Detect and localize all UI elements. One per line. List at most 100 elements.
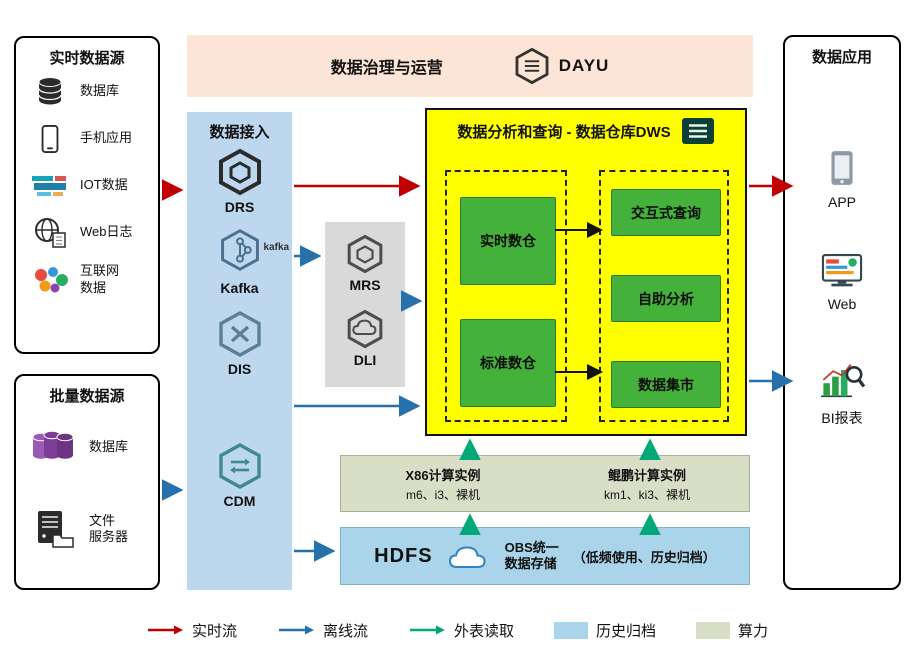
realtime-sources-title: 实时数据源 — [49, 50, 125, 67]
web-monitor-icon — [821, 254, 863, 287]
compute-kunpeng-title: 鲲鹏计算实例 — [607, 467, 686, 483]
app-item-app: APP — [785, 149, 899, 210]
red-arrow-icon — [147, 625, 183, 635]
source-item-label: IOT数据 — [80, 177, 128, 193]
app-item-label: Web — [827, 296, 857, 312]
service-label: DRS — [224, 199, 255, 215]
module-interactive-query: 交互式查询 — [611, 189, 721, 236]
module-self-service-analysis: 自助分析 — [611, 275, 721, 322]
governance-title: 数据治理与运营 — [330, 60, 443, 77]
dws-icon — [681, 118, 714, 144]
kafka-logo-text: kafka — [263, 242, 290, 253]
file-server-icon — [28, 509, 80, 549]
module-data-mart: 数据集市 — [611, 361, 721, 408]
compute-kunpeng-spec: km1、ki3、裸机 — [603, 487, 690, 502]
module-standard-warehouse: 标准数仓 — [460, 319, 556, 407]
cdm-icon — [218, 443, 261, 489]
source-item-internet-data: 互联网 数据 — [16, 256, 158, 303]
service-dis: DIS — [187, 310, 292, 377]
kafka-logo: kafka — [218, 228, 289, 277]
service-kafka: kafka Kafka — [187, 228, 292, 296]
ingestion-panel: 数据接入 DRS kafka Kafka — [187, 112, 292, 590]
internet-data-icon — [29, 265, 71, 295]
source-item-label: 数据库 — [89, 438, 129, 454]
legend-item-realtime-flow: 实时流 — [146, 620, 237, 641]
source-item-iot: IOT数据 — [16, 162, 158, 209]
realtime-sources-panel: 实时数据源 数据库 手机应用 — [14, 36, 160, 354]
bi-chart-icon — [821, 364, 865, 398]
service-cdm: CDM — [187, 442, 292, 509]
service-dli: DLI — [345, 309, 385, 368]
dayu-logo: DAYU — [513, 47, 610, 85]
obs-title: OBS统一 数据存储 — [504, 539, 559, 571]
app-item-web: Web — [785, 253, 899, 312]
source-item-batch-database: 数据库 — [16, 406, 158, 488]
blue-arrow-icon — [278, 625, 314, 635]
source-item-label: 数据库 — [80, 83, 120, 99]
legend-item-compute: 算力 — [696, 620, 768, 641]
dayu-icon — [515, 47, 549, 85]
obs-cloud-icon — [448, 546, 486, 568]
web-log-icon — [29, 217, 71, 249]
batch-sources-title: 批量数据源 — [49, 388, 125, 405]
legend-label: 算力 — [738, 622, 769, 640]
compute-panel: X86计算实例 m6、i3、裸机 鲲鹏计算实例 km1、ki3、裸机 — [340, 455, 750, 512]
database-purple-icon — [28, 429, 80, 465]
compute-swatch — [696, 621, 731, 639]
kafka-icon — [220, 229, 259, 271]
dws-title-row: 数据分析和查询 - 数据仓库DWS — [427, 110, 745, 145]
legend-item-external-read: 外表读取 — [408, 620, 514, 641]
drs-icon — [218, 148, 261, 196]
service-label: Kafka — [220, 280, 259, 296]
service-label: DIS — [227, 361, 252, 377]
dws-title: 数据分析和查询 - 数据仓库DWS — [457, 123, 671, 141]
compute-kunpeng: 鲲鹏计算实例 km1、ki3、裸机 — [545, 456, 749, 511]
legend-label: 外表读取 — [453, 622, 514, 640]
compute-x86-spec: m6、i3、裸机 — [405, 487, 480, 502]
legend: 实时流 离线流 外表读取 历史归档 算力 — [0, 614, 914, 646]
source-item-label: 文件 服务器 — [89, 512, 129, 544]
source-item-database: 数据库 — [16, 68, 158, 115]
module-realtime-warehouse: 实时数仓 — [460, 197, 556, 285]
hdfs-label: HDFS — [374, 544, 433, 567]
legend-item-offline-flow: 离线流 — [277, 620, 368, 641]
teal-arrow-icon — [409, 625, 445, 635]
dws-panel: 数据分析和查询 - 数据仓库DWS 实时数仓 标准数仓 交互式查询 自助分析 数… — [425, 108, 747, 436]
iot-icon — [29, 173, 71, 199]
governance-panel: 数据治理与运营 DAYU — [187, 35, 753, 97]
service-mrs: MRS — [345, 234, 385, 293]
source-item-web-log: Web日志 — [16, 209, 158, 256]
phone-icon — [29, 123, 71, 155]
source-item-file-server: 文件 服务器 — [16, 488, 158, 570]
source-item-label: 手机应用 — [80, 130, 133, 146]
compute-x86: X86计算实例 m6、i3、裸机 — [341, 456, 545, 511]
dws-analytics-group: 交互式查询 自助分析 数据集市 — [599, 170, 729, 422]
service-label: CDM — [223, 493, 256, 509]
applications-title: 数据应用 — [811, 49, 872, 66]
legend-label: 离线流 — [322, 622, 368, 640]
app-item-label: BI报表 — [821, 410, 863, 426]
dli-icon — [347, 309, 383, 349]
dayu-label: DAYU — [558, 56, 610, 75]
service-label: MRS — [349, 277, 381, 293]
compute-x86-title: X86计算实例 — [405, 467, 481, 483]
processing-panel: MRS DLI — [325, 222, 405, 387]
dws-warehouse-group: 实时数仓 标准数仓 — [445, 170, 567, 422]
obs-note: （低频使用、历史归档） — [572, 549, 716, 565]
source-item-label: Web日志 — [80, 224, 133, 240]
archive-swatch — [554, 621, 588, 639]
batch-sources-panel: 批量数据源 数据库 — [14, 374, 160, 590]
source-item-mobile-app: 手机应用 — [16, 115, 158, 162]
app-phone-icon — [831, 151, 853, 185]
service-label: DLI — [353, 352, 377, 368]
legend-label: 实时流 — [191, 622, 237, 640]
legend-label: 历史归档 — [596, 622, 657, 640]
storage-panel: HDFS OBS统一 数据存储 （低频使用、历史归档） — [340, 527, 750, 585]
ingestion-title: 数据接入 — [209, 124, 270, 141]
source-item-label: 互联网 数据 — [80, 263, 120, 295]
applications-panel: 数据应用 APP Web — [783, 35, 901, 590]
app-item-label: APP — [827, 194, 856, 210]
app-item-bi-report: BI报表 — [785, 361, 899, 428]
service-drs: DRS — [187, 148, 292, 215]
